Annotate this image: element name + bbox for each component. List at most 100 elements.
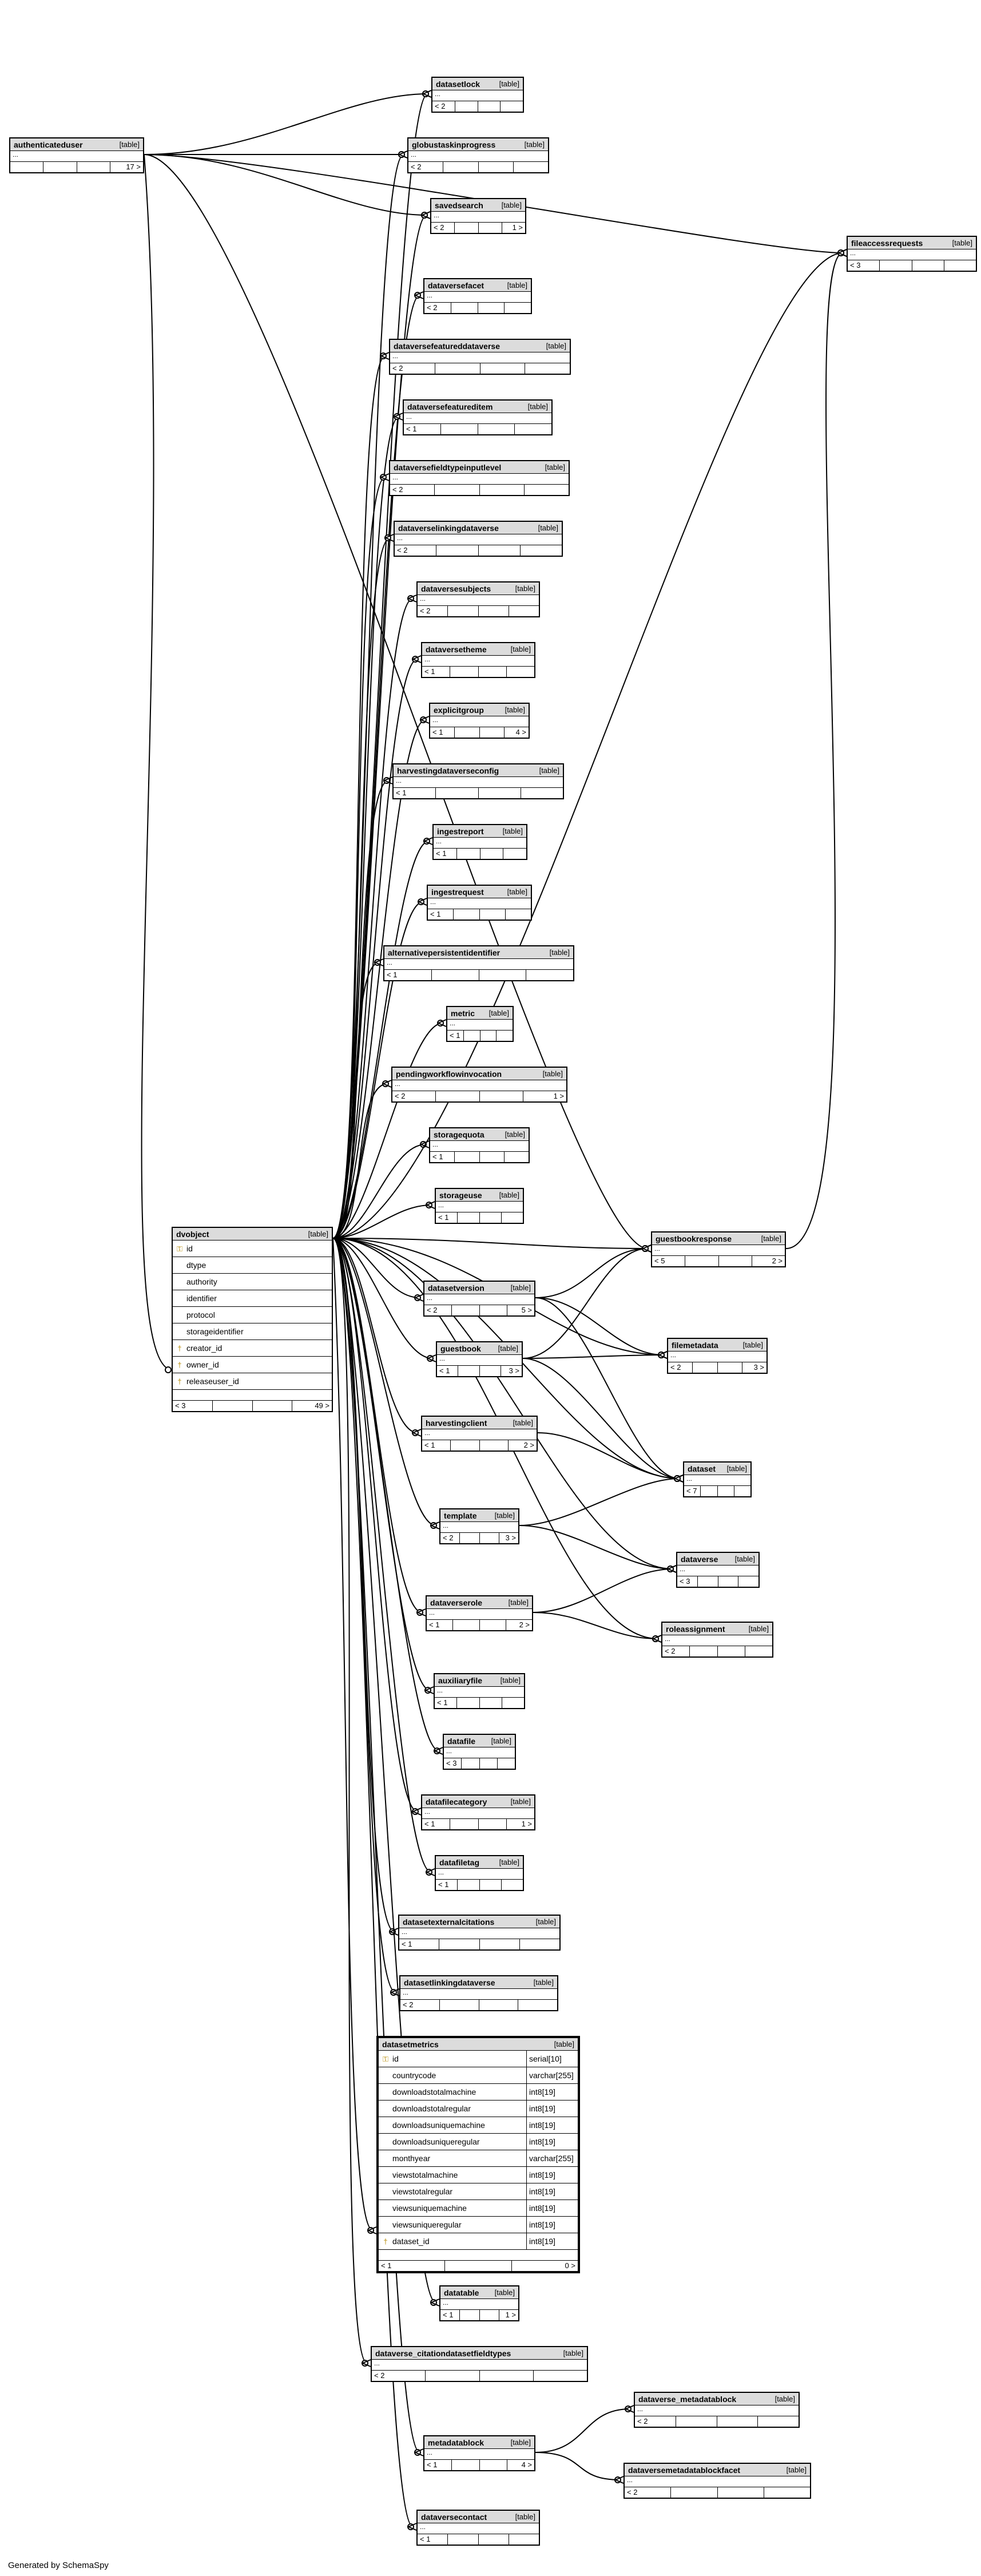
table-name[interactable]: dataversefeatureddataverse (394, 341, 500, 351)
parents-count[interactable]: < 3 (444, 1758, 462, 1769)
table-name[interactable]: datafilecategory (426, 1797, 487, 1806)
table-name[interactable]: dataverse (681, 1554, 718, 1564)
parents-count[interactable]: < 1 (422, 1819, 451, 1829)
children-count[interactable]: 1 > (505, 2311, 516, 2319)
table-datafiletag[interactable]: datafiletag[table]...< 1 (435, 1855, 524, 1891)
table-storageuse[interactable]: storageuse[table]...< 1 (435, 1188, 524, 1224)
table-column[interactable]: †releaseuser_id (173, 1373, 332, 1390)
children-count[interactable]: 5 > (521, 1306, 532, 1314)
table-storagequota[interactable]: storagequota[table]...< 1 (429, 1127, 530, 1163)
children-count[interactable]: 3 > (753, 1363, 764, 1372)
table-name[interactable]: pendingworkflowinvocation (396, 1069, 502, 1079)
children-count[interactable]: 17 > (126, 163, 141, 171)
table-name[interactable]: dataversefacet (428, 280, 484, 290)
children-count[interactable]: 1 > (553, 1092, 564, 1100)
table-name[interactable]: datasetversion (428, 1283, 484, 1293)
table-name[interactable]: dataversesubjects (421, 584, 491, 593)
parents-count[interactable]: < 2 (668, 1362, 693, 1373)
table-column[interactable]: †creator_id (173, 1340, 332, 1357)
table-name[interactable]: filemetadata (672, 1340, 718, 1350)
table-name[interactable]: ingestrequest (431, 887, 484, 897)
children-count[interactable]: 1 > (512, 223, 523, 232)
table-name[interactable]: alternativepersistentidentifier (388, 948, 501, 957)
table-name[interactable]: storagequota (434, 1130, 484, 1139)
parents-count[interactable]: < 1 (418, 2534, 448, 2545)
table-name[interactable]: dataverserole (430, 1598, 483, 1607)
table-name[interactable]: authenticateduser (14, 140, 83, 149)
table-ingestrequest[interactable]: ingestrequest[table]...< 1 (427, 885, 532, 921)
parents-count[interactable]: < 1 (404, 424, 441, 434)
table-name[interactable]: datafile (447, 1736, 476, 1746)
parents-count[interactable]: < 2 (390, 363, 435, 374)
parents-count[interactable]: < 2 (440, 1533, 460, 1543)
table-name[interactable]: storageuse (439, 1190, 482, 1200)
table-name[interactable]: metric (451, 1008, 475, 1018)
parents-count[interactable]: < 7 (684, 1486, 701, 1496)
parents-count[interactable]: < 1 (399, 1939, 440, 1949)
table-column[interactable]: authority (173, 1274, 332, 1290)
parents-count[interactable]: < 1 (424, 2460, 452, 2470)
table-column[interactable]: dtype (173, 1257, 332, 1274)
parents-count[interactable]: < 1 (394, 788, 436, 798)
parents-count[interactable]: < 2 (625, 2487, 672, 2498)
parents-count[interactable]: < 1 (437, 1366, 459, 1376)
parents-count[interactable]: < 1 (435, 1698, 458, 1708)
parents-count[interactable]: < 1 (384, 970, 432, 980)
table-datasetlinkingdataverse[interactable]: datasetlinkingdataverse[table]...< 2 (399, 1975, 558, 2011)
table-name[interactable]: datafiletag (439, 1857, 480, 1867)
table-name[interactable]: dataversetheme (426, 644, 487, 654)
table-name[interactable]: dataverse_citationdatasetfieldtypes (375, 2348, 511, 2358)
table-dataversefieldtypeinputlevel[interactable]: dataversefieldtypeinputlevel[table]...< … (389, 460, 570, 496)
parents-count[interactable]: < 2 (424, 1305, 452, 1315)
table-name[interactable]: fileaccessrequests (851, 238, 923, 248)
children-count[interactable]: 3 > (505, 1533, 516, 1542)
parents-count[interactable]: < 1 (427, 1620, 454, 1630)
children-count[interactable]: 49 > (315, 1401, 329, 1410)
parents-count[interactable]: < 1 (430, 1152, 455, 1162)
parents-count[interactable]: < 1 (422, 667, 451, 677)
table-dataversetheme[interactable]: dataversetheme[table]...< 1 (421, 642, 535, 678)
children-count[interactable]: 1 > (521, 1820, 532, 1828)
parents-count[interactable]: < 1 (436, 1880, 458, 1890)
table-name[interactable]: globustaskinprogress (412, 140, 496, 149)
parents-count[interactable]: < 1 (430, 727, 455, 738)
table-name[interactable]: template (444, 1511, 477, 1520)
children-count[interactable]: 4 > (521, 2460, 532, 2469)
table-name[interactable]: dataversemetadatablockfacet (628, 2465, 741, 2475)
parents-count[interactable]: < 3 (848, 260, 880, 271)
parents-count[interactable]: < 1 (434, 849, 457, 859)
table-name[interactable]: metadatablock (428, 2438, 484, 2447)
table-authenticateduser[interactable]: authenticateduser[table]...17 > (9, 137, 144, 173)
table-column[interactable]: identifier (173, 1290, 332, 1307)
table-dataversefeatureditem[interactable]: dataversefeatureditem[table]...< 1 (403, 399, 553, 435)
table-name[interactable]: dvobject (176, 1229, 209, 1239)
table-column[interactable]: storageidentifier (173, 1323, 332, 1340)
parents-count[interactable]: < 5 (652, 1256, 686, 1266)
table-datasetexternalcitations[interactable]: datasetexternalcitations[table]...< 1 (398, 1915, 561, 1951)
parents-count[interactable]: < 2 (392, 1091, 436, 1101)
parents-count[interactable]: < 2 (395, 545, 437, 556)
parents-count[interactable]: < 2 (390, 485, 435, 495)
parents-count[interactable]: < 2 (424, 303, 451, 313)
table-name[interactable]: harvestingdataverseconfig (397, 766, 499, 775)
table-ingestreport[interactable]: ingestreport[table]...< 1 (432, 824, 527, 860)
parents-count[interactable]: < 3 (677, 1576, 698, 1587)
table-name[interactable]: datatable (444, 2288, 479, 2297)
parents-count[interactable]: < 2 (372, 2371, 426, 2381)
